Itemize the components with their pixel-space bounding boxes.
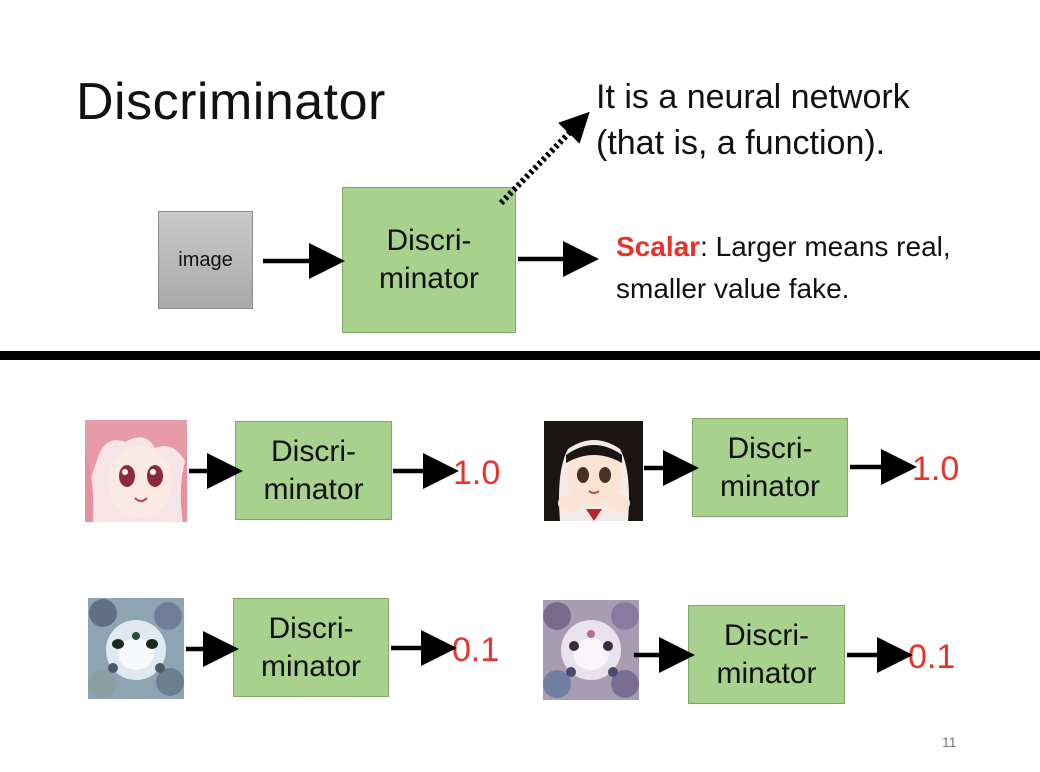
anime-face-pink-hair-icon bbox=[85, 420, 187, 522]
score-1: 1.0 bbox=[453, 454, 501, 492]
slide-title: Discriminator bbox=[76, 73, 386, 131]
scalar-keyword: Scalar bbox=[616, 231, 701, 262]
noisy-generated-face-icon bbox=[88, 598, 184, 699]
scalar-text-line1: : Larger means real, bbox=[700, 231, 951, 262]
image-input-label: image bbox=[178, 248, 233, 271]
discriminator-box-1: Discri- minator bbox=[235, 421, 392, 520]
neural-network-note: It is a neural network (that is, a funct… bbox=[596, 78, 910, 162]
dotted-arrow-to-note bbox=[498, 111, 590, 206]
discriminator-box-2: Discri- minator bbox=[692, 418, 848, 517]
scalar-description: Scalar: Larger means real, smaller value… bbox=[616, 226, 951, 310]
discriminator-label-3: Discri- minator bbox=[260, 611, 362, 683]
image-input-box: image bbox=[158, 211, 253, 309]
main-discriminator-label: Discri- minator bbox=[378, 224, 480, 295]
discriminator-box-3: Discri- minator bbox=[233, 598, 389, 697]
scalar-text-line2: smaller value fake. bbox=[616, 273, 850, 304]
discriminator-label-4: Discri- minator bbox=[716, 618, 817, 690]
discriminator-label-2: Discri- minator bbox=[719, 431, 821, 503]
discriminator-box-4: Discri- minator bbox=[688, 605, 845, 704]
noisy-generated-face-icon bbox=[543, 600, 639, 700]
score-3: 0.1 bbox=[452, 631, 500, 669]
score-2: 1.0 bbox=[912, 450, 960, 488]
page-number: 11 bbox=[942, 734, 957, 750]
section-divider bbox=[0, 351, 1040, 360]
main-discriminator-box: Discri- minator bbox=[342, 187, 516, 333]
score-4: 0.1 bbox=[908, 638, 956, 676]
discriminator-label-1: Discri- minator bbox=[263, 434, 364, 506]
anime-face-black-hair-icon bbox=[544, 421, 643, 521]
